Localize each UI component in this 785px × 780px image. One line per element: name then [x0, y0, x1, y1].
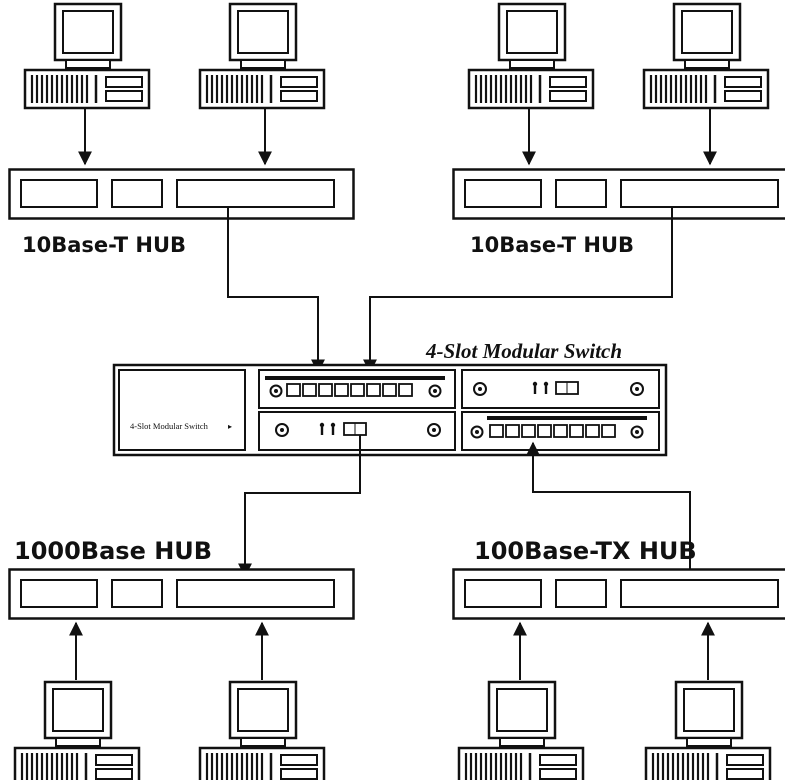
hub-label-bottom-right: 100Base-TX HUB — [474, 537, 697, 565]
switch-to-hub-connections — [238, 435, 691, 590]
switch-title: 4-Slot Modular Switch — [425, 339, 622, 363]
hub-label-top-right: 10Base-T HUB — [470, 233, 634, 257]
top-connections — [78, 108, 717, 166]
hub-to-switch-connections — [227, 207, 673, 374]
modular-switch-icon: 4-Slot Modular Switch ▸ — [112, 363, 668, 457]
bottom-connections — [69, 621, 715, 680]
hub-label-top-left: 10Base-T HUB — [22, 233, 186, 257]
computer-icon — [198, 680, 326, 780]
hub-icon — [8, 168, 355, 220]
switch-faceplate-dot: ▸ — [228, 422, 232, 431]
computer-icon — [644, 680, 772, 780]
switch-faceplate-label: 4-Slot Modular Switch — [130, 421, 209, 431]
hub-icon — [8, 568, 355, 620]
computer-icon — [642, 2, 770, 110]
computer-icon — [457, 680, 585, 780]
computer-icon — [23, 2, 151, 110]
hub-icon — [452, 568, 785, 620]
computer-icon — [198, 2, 326, 110]
computer-icon — [13, 680, 141, 780]
hub-label-bottom-left: 1000Base HUB — [14, 537, 212, 565]
computer-icon — [467, 2, 595, 110]
hub-icon — [452, 168, 785, 220]
